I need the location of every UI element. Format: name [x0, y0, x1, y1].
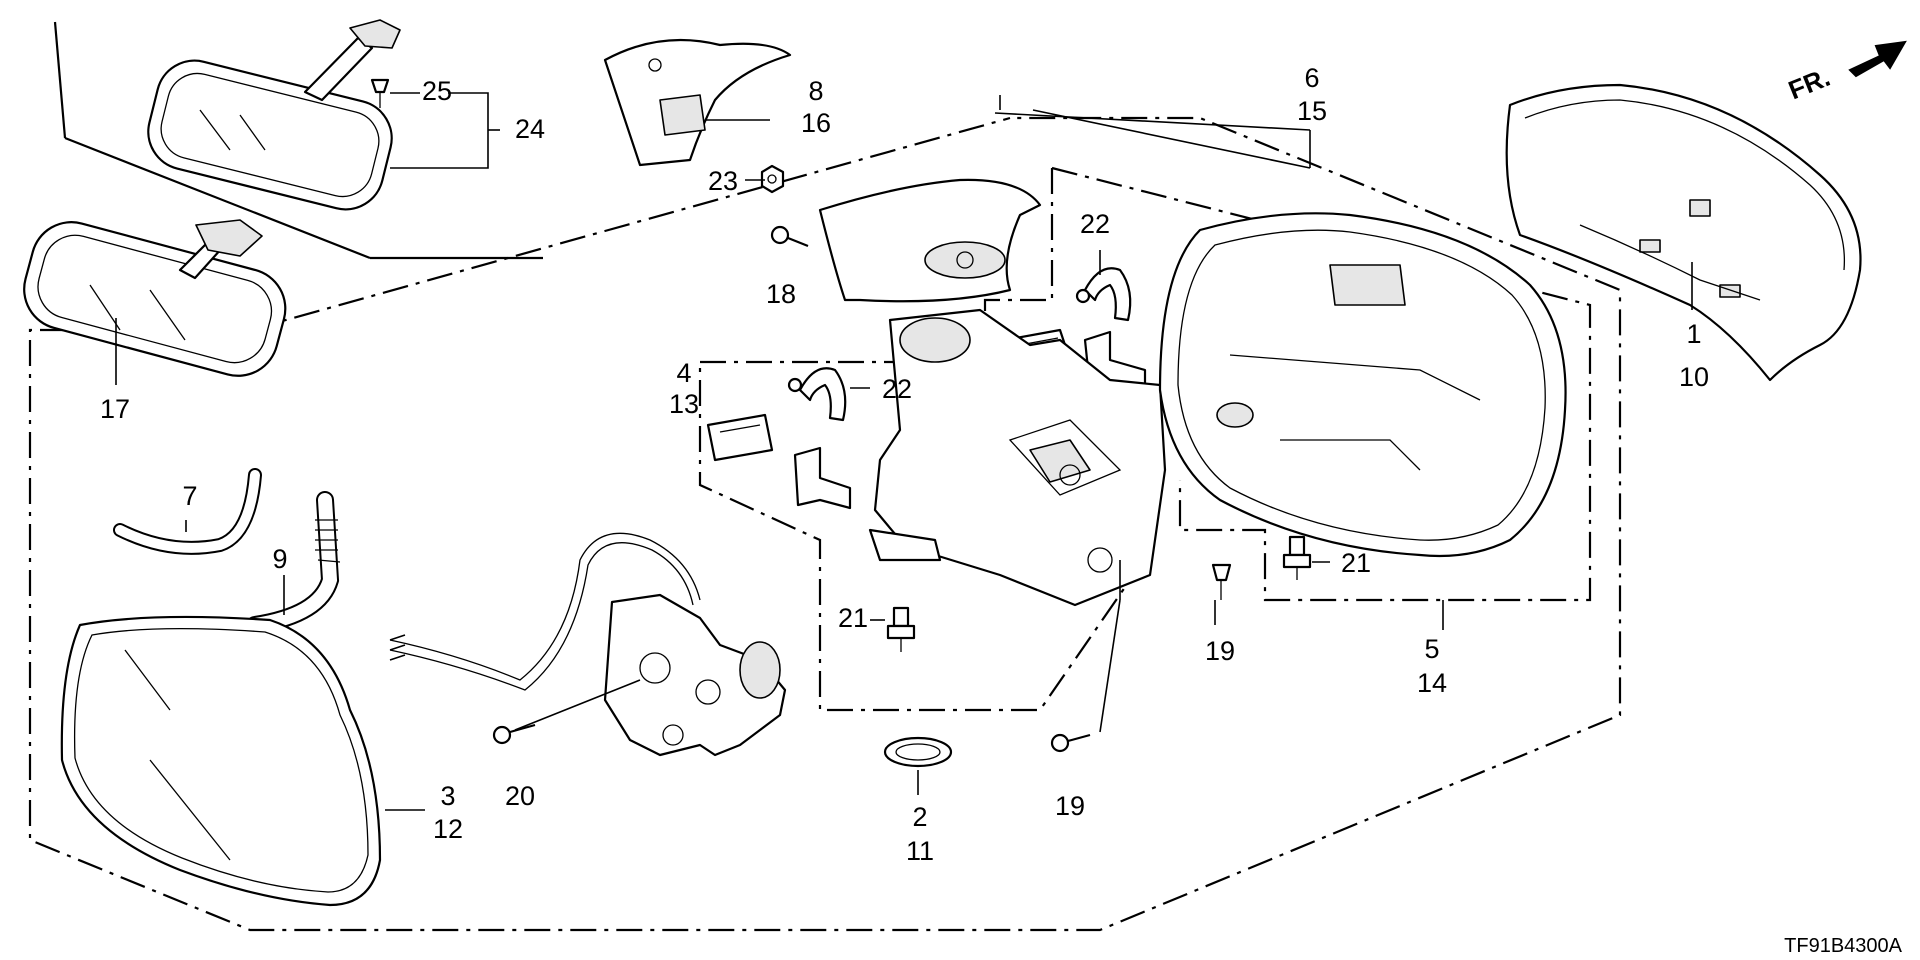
front-direction-arrow-icon: FR. [1784, 40, 1907, 106]
callout-25: 25 [422, 76, 452, 106]
rearview-mirror-reference-lines [53, 21, 543, 260]
callout-22-lower: 22 [882, 374, 912, 404]
mirror-motor-unit [389, 532, 787, 757]
callout-14: 14 [1417, 668, 1447, 698]
mirror-actuator [868, 308, 1167, 607]
callout-3: 3 [440, 781, 455, 811]
garnish-part-8 [603, 38, 792, 167]
bracket-lower [793, 446, 852, 510]
callout-19-lower: 19 [1055, 791, 1085, 821]
screw-25 [370, 78, 390, 108]
callout-18: 18 [766, 279, 796, 309]
screw-20 [492, 723, 536, 745]
rearview-mirror-lower [23, 219, 287, 377]
callout-5: 5 [1424, 634, 1439, 664]
bolt-21-lower [886, 606, 916, 652]
callout-labels: 1 10 6 15 8 16 25 24 23 18 22 22 17 4 13… [100, 63, 1709, 866]
callout-13: 13 [669, 389, 699, 419]
callout-24: 24 [515, 114, 545, 144]
assembly-outline-main [28, 116, 1622, 932]
mirror-glass [60, 615, 382, 907]
callout-21-lower: 21 [838, 603, 868, 633]
mirror-housing [1158, 212, 1567, 558]
callout-1: 1 [1686, 319, 1701, 349]
callout-9: 9 [272, 544, 287, 574]
screw-18 [770, 225, 809, 248]
callout-6: 6 [1304, 63, 1319, 93]
callout-23: 23 [708, 166, 738, 196]
front-direction-label: FR. [1784, 62, 1834, 106]
callout-2: 2 [912, 802, 927, 832]
callout-20: 20 [505, 781, 535, 811]
callout-17: 17 [100, 394, 130, 424]
callout-7: 7 [182, 481, 197, 511]
screw-19-upper [1211, 563, 1232, 600]
diagram-code: TF91B4300A [1784, 935, 1903, 957]
screw-19-lower [1050, 733, 1091, 753]
hose-7 [113, 468, 262, 555]
callout-4: 4 [676, 358, 691, 388]
callout-8: 8 [808, 76, 823, 106]
bolt-21-upper [1282, 535, 1312, 580]
hose-9 [246, 491, 341, 634]
callout-16: 16 [801, 108, 831, 138]
callout-12: 12 [433, 814, 463, 844]
callout-21-upper: 21 [1341, 548, 1371, 578]
callout-15: 15 [1297, 96, 1327, 126]
leader-lines [115, 92, 1693, 811]
clip-22-upper [1075, 267, 1132, 322]
callout-10: 10 [1679, 362, 1709, 392]
callout-19-upper: 19 [1205, 636, 1235, 666]
rearview-mirror-upper [147, 19, 401, 211]
callout-11: 11 [906, 836, 934, 866]
nut-23 [760, 164, 785, 194]
callout-22-upper: 22 [1080, 209, 1110, 239]
clip-22-lower [787, 367, 847, 422]
mirror-cover [1505, 83, 1862, 382]
seal-ring-2 [883, 736, 953, 768]
connector-lower [706, 413, 774, 462]
mirror-base-bracket [818, 178, 1042, 303]
